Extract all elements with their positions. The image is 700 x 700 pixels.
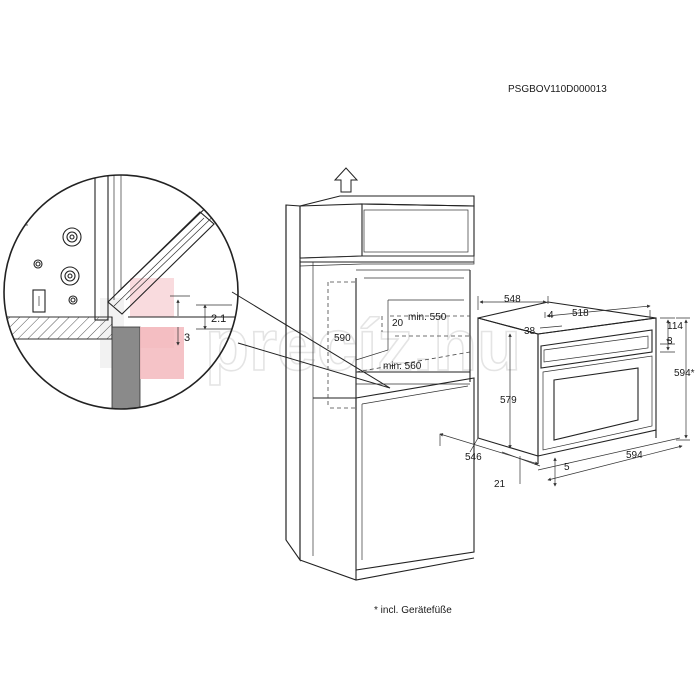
door-thickness-label: 21	[494, 479, 506, 490]
base-depth-label: 546	[465, 452, 482, 463]
panel-offset-label: 4	[548, 310, 554, 321]
detail-leader	[231, 291, 391, 389]
oven	[439, 296, 690, 487]
niche-height-label: 590	[334, 333, 351, 344]
body-height-label: 579	[500, 395, 517, 406]
detail-view: 2.1 3	[3, 174, 239, 410]
detail-step-label: 3	[184, 332, 190, 344]
watermark: precíz.hu	[100, 278, 522, 387]
oven-width-label: 594	[626, 450, 643, 461]
watermark-text: precíz.hu	[205, 306, 521, 386]
detail-circle	[3, 174, 239, 410]
detail-gap-label: 2.1	[211, 313, 226, 325]
foot-offset-label: 5	[564, 462, 570, 473]
total-height-label: 594*	[674, 368, 695, 379]
footnote: * incl. Gerätefüße	[374, 605, 452, 616]
oven-front-depth-label: 518	[572, 308, 589, 319]
panel-offset2-label: 38	[524, 326, 536, 337]
offset-label: 20	[392, 318, 404, 329]
cabinet	[285, 167, 475, 581]
oven-depth-label: 548	[504, 294, 521, 305]
panel-step-label: 3	[667, 336, 673, 347]
up-arrow-icon	[333, 167, 359, 193]
niche-depth-label: min. 560	[383, 361, 422, 372]
document-code: PSGBOV110D000013	[508, 84, 607, 95]
niche-width-label: min. 550	[408, 312, 447, 323]
panel-height-label: 114	[667, 321, 683, 332]
